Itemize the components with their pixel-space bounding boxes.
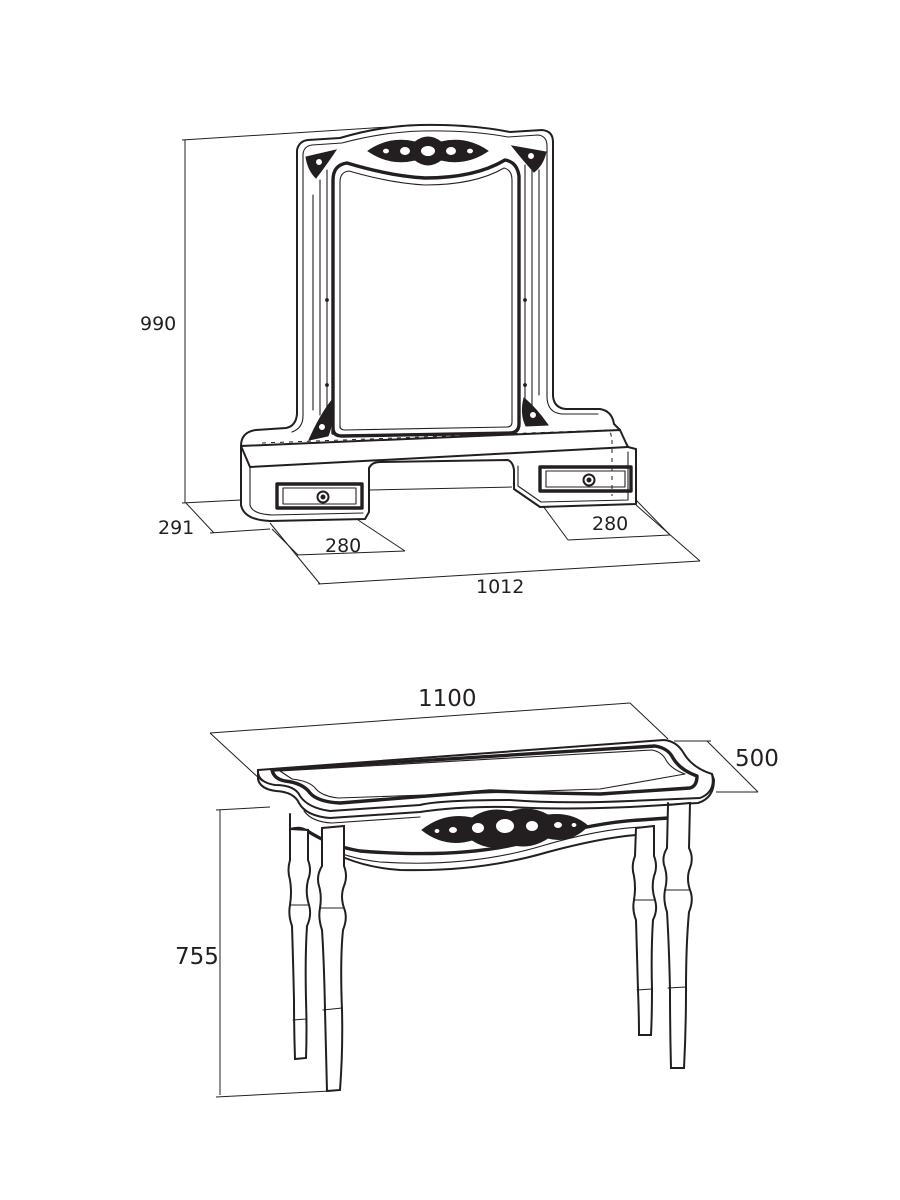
base-back-edge [249, 466, 364, 516]
left-drawer [275, 482, 364, 510]
leg-back-left [287, 827, 312, 1061]
mirror-width-label: 1012 [476, 576, 524, 598]
mirror-dimensions [181, 124, 701, 585]
leg-front-right [662, 801, 693, 1069]
leg-back-right [631, 824, 658, 1036]
mirror-frame-inner-border [291, 130, 599, 433]
apron-ornament [421, 808, 589, 848]
mirror-glass-inner [339, 167, 513, 431]
table-width-label: 1100 [418, 686, 477, 712]
table-dimensions [209, 702, 759, 1098]
mirror-frame-outline [240, 123, 621, 506]
mirror-glass-outer [331, 158, 521, 438]
crown-ornament [367, 136, 489, 166]
right-cabinet-inner [517, 451, 629, 503]
left-drawer-width-label: 280 [325, 535, 361, 557]
mirror-depth-label: 291 [158, 517, 194, 539]
corner-ornaments [305, 145, 549, 441]
base-front-edge [240, 445, 637, 522]
table-depth-label: 500 [735, 746, 779, 772]
table-top-edge [257, 769, 715, 819]
right-drawer [538, 465, 633, 493]
table-top-inset-thin [279, 749, 686, 799]
base-rear-line [369, 486, 513, 491]
base-top-surface [240, 429, 629, 468]
table-legs [287, 801, 693, 1093]
hidden-lines [261, 429, 613, 496]
leg-front-left [317, 824, 347, 1093]
table-height-label: 755 [175, 944, 219, 970]
mirror-height-label: 990 [140, 313, 176, 335]
table-unit: 1100 500 755 [175, 686, 779, 1098]
mirror-unit: 990 291 280 280 1012 [140, 123, 701, 598]
pilaster-grooves [312, 159, 540, 421]
table-top-inset-bold [270, 744, 699, 805]
right-drawer-width-label: 280 [592, 513, 628, 535]
table-top-outer [256, 739, 714, 812]
